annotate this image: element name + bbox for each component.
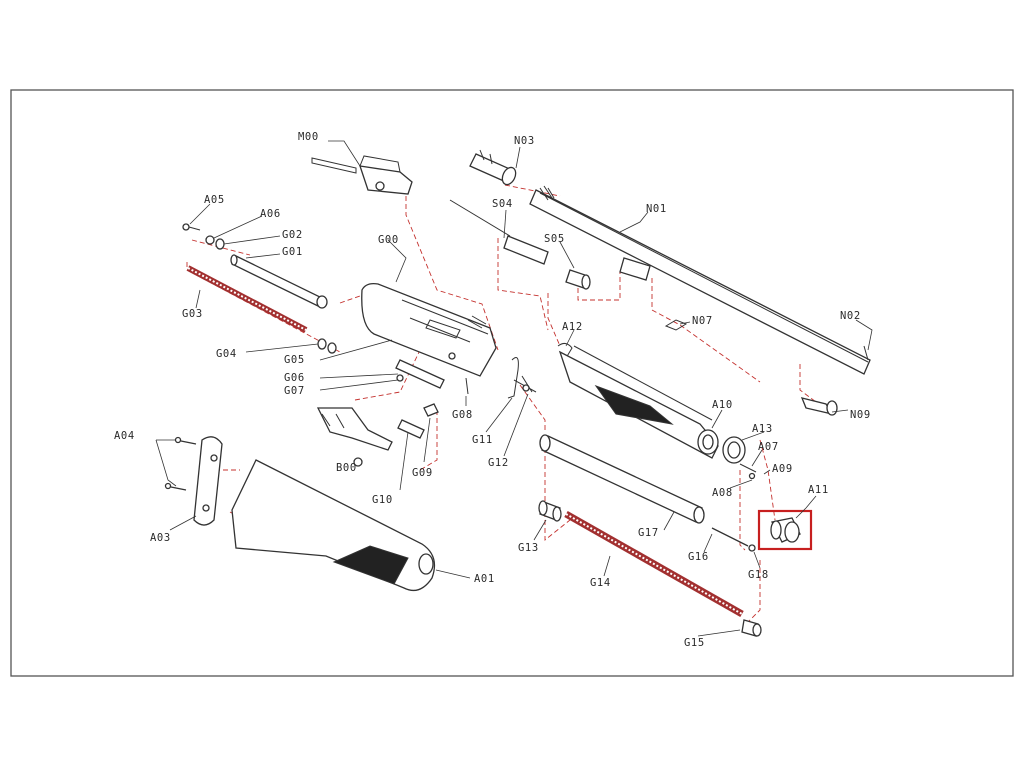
label-n07: N07 bbox=[692, 315, 713, 327]
label-g00: G00 bbox=[378, 234, 399, 246]
part-n01-barrel bbox=[529, 185, 871, 375]
label-g10: G10 bbox=[372, 494, 393, 506]
label-a01: A01 bbox=[474, 573, 495, 585]
label-a07: A07 bbox=[758, 441, 779, 453]
label-g14: G14 bbox=[590, 577, 611, 589]
diagram-frame bbox=[10, 89, 1014, 677]
label-g02: G02 bbox=[282, 229, 303, 241]
label-g04: G04 bbox=[216, 348, 237, 360]
part-a11-cap bbox=[770, 517, 801, 543]
label-g01: G01 bbox=[282, 246, 303, 258]
label-a03: A03 bbox=[150, 532, 171, 544]
part-g12 bbox=[513, 375, 537, 393]
part-a12 bbox=[557, 342, 573, 359]
part-s04 bbox=[449, 199, 549, 265]
label-a12: A12 bbox=[562, 321, 583, 333]
part-g18 bbox=[748, 544, 756, 552]
label-g08: G08 bbox=[452, 409, 473, 421]
label-n01: N01 bbox=[646, 203, 667, 215]
part-n09 bbox=[800, 397, 838, 416]
label-a05: A05 bbox=[204, 194, 225, 206]
label-n09: N09 bbox=[850, 409, 871, 421]
part-labels: M00 N03 N01 N02 N07 N09 S04 S05 G00 A05 … bbox=[114, 131, 871, 649]
part-g11 bbox=[507, 357, 519, 399]
part-m00-bolt bbox=[311, 155, 413, 195]
label-n02: N02 bbox=[840, 310, 861, 322]
part-g03-spring bbox=[186, 265, 308, 333]
part-g17-magazine-tube bbox=[539, 434, 705, 524]
label-g17: G17 bbox=[638, 527, 659, 539]
label-g09: G09 bbox=[412, 467, 433, 479]
label-a13: A13 bbox=[752, 423, 773, 435]
label-m00: M00 bbox=[298, 131, 319, 143]
highlight-box-a11 bbox=[757, 509, 813, 551]
label-g06: G06 bbox=[284, 372, 305, 384]
label-g15: G15 bbox=[684, 637, 705, 649]
part-g06 bbox=[395, 359, 445, 389]
part-a10-forend bbox=[558, 345, 719, 459]
label-g07: G07 bbox=[284, 385, 305, 397]
part-g09 bbox=[423, 403, 439, 417]
assembly-lines bbox=[186, 184, 821, 626]
part-a08 bbox=[748, 472, 756, 480]
label-a06: A06 bbox=[260, 208, 281, 220]
label-b00: B00 bbox=[336, 462, 357, 474]
label-g16: G16 bbox=[688, 551, 709, 563]
part-g13 bbox=[538, 500, 562, 522]
part-g07 bbox=[396, 374, 404, 382]
part-g08 bbox=[465, 377, 469, 395]
leader-lines bbox=[155, 140, 873, 637]
part-g00-receiver bbox=[361, 282, 497, 377]
part-n03 bbox=[469, 149, 517, 186]
label-a04: A04 bbox=[114, 430, 135, 442]
label-a10: A10 bbox=[712, 399, 733, 411]
part-g01 bbox=[230, 254, 328, 309]
part-g10 bbox=[397, 419, 425, 439]
label-s05: S05 bbox=[544, 233, 565, 245]
label-a09: A09 bbox=[772, 463, 793, 475]
part-s05 bbox=[565, 269, 591, 290]
label-g13: G13 bbox=[518, 542, 539, 554]
part-g05 bbox=[317, 338, 337, 354]
part-a06 bbox=[205, 235, 215, 245]
label-a08: A08 bbox=[712, 487, 733, 499]
part-a01-stock bbox=[231, 459, 436, 592]
part-g15 bbox=[741, 619, 762, 637]
label-s04: S04 bbox=[492, 198, 513, 210]
part-a03-butt-pad bbox=[193, 436, 223, 526]
part-a04-screws bbox=[164, 436, 197, 491]
label-g03: G03 bbox=[182, 308, 203, 320]
part-a05 bbox=[182, 223, 201, 231]
part-a07 bbox=[739, 463, 757, 473]
part-b00-trigger-group bbox=[316, 407, 393, 467]
label-g18: G18 bbox=[748, 569, 769, 581]
part-g16 bbox=[711, 527, 749, 547]
part-n07 bbox=[664, 319, 688, 331]
part-g14-spring bbox=[564, 510, 744, 618]
label-g12: G12 bbox=[488, 457, 509, 469]
label-g05: G05 bbox=[284, 354, 305, 366]
label-a11: A11 bbox=[808, 484, 829, 496]
label-g11: G11 bbox=[472, 434, 493, 446]
part-a13-ring bbox=[722, 436, 746, 464]
part-g02 bbox=[215, 238, 225, 250]
label-n03: N03 bbox=[514, 135, 535, 147]
